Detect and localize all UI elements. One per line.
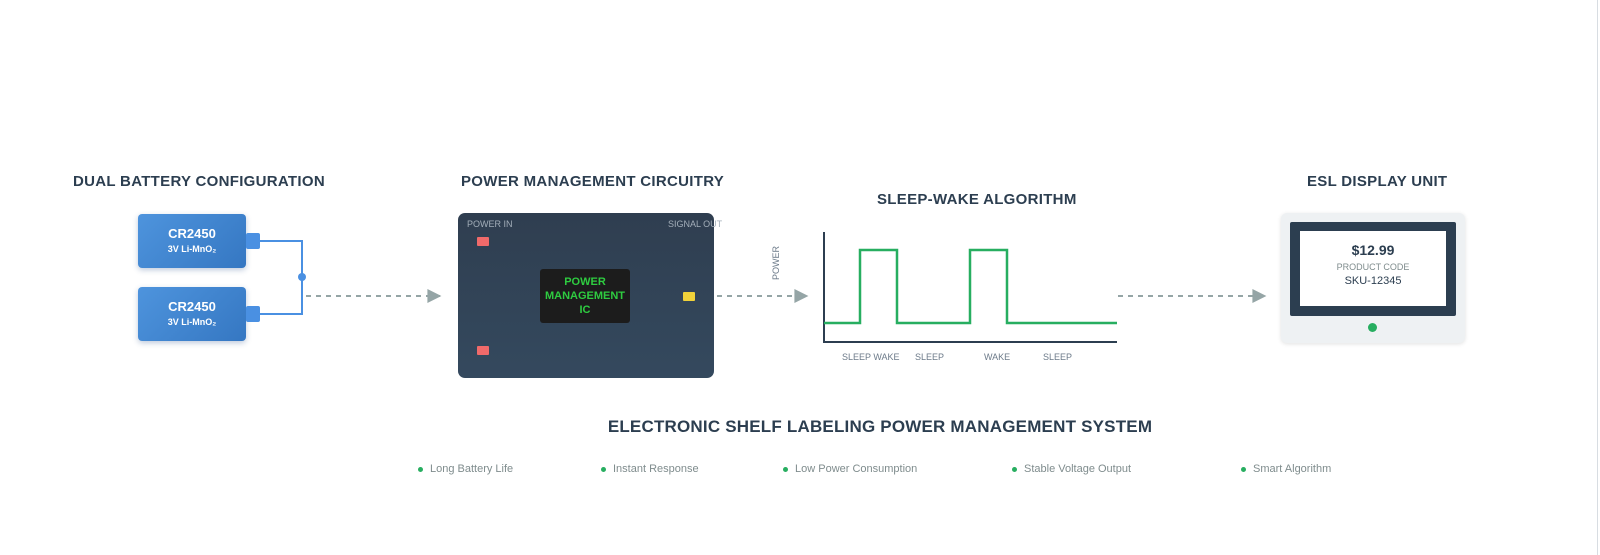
ic-label-line2: MANAGEMENT <box>544 290 626 302</box>
battery-cell-2-chemistry: 3V Li-MnO₂ <box>167 317 217 327</box>
feature-label: Long Battery Life <box>430 463 514 475</box>
battery-cell-1: CR2450 3V Li-MnO₂ <box>138 214 246 268</box>
state-label-3: WAKE <box>984 352 1011 362</box>
power-in-pad-top <box>477 237 489 246</box>
chart-y-axis-label: POWER <box>771 245 781 280</box>
parallel-wiring <box>260 240 303 315</box>
power-in-pad-bottom <box>477 346 489 355</box>
feature-label: Stable Voltage Output <box>1024 463 1132 475</box>
esl-screen: $12.99 PRODUCT CODE SKU-12345 <box>1300 231 1446 306</box>
feature-label: Low Power Consumption <box>795 463 918 475</box>
circuit-section-title: POWER MANAGEMENT CIRCUITRY <box>461 173 725 190</box>
battery-section-title: DUAL BATTERY CONFIGURATION <box>73 173 325 190</box>
chart-axes <box>823 232 1117 343</box>
power-in-label: POWER IN <box>467 219 513 229</box>
battery-cell-2-terminal <box>246 306 260 322</box>
bullet-icon <box>1012 466 1017 472</box>
sleep-wake-waveform <box>824 248 1117 325</box>
feature-item: Instant Response <box>601 463 699 475</box>
bullet-icon <box>418 466 423 472</box>
sku-display: SKU-12345 <box>1344 275 1402 287</box>
battery-cell-2-name: CR2450 <box>168 299 216 314</box>
system-title: ELECTRONIC SHELF LABELING POWER MANAGEME… <box>607 417 1153 436</box>
page-edge-rule <box>1597 0 1598 555</box>
feature-item: Smart Algorithm <box>1241 463 1331 475</box>
status-dot-icon <box>1368 323 1377 332</box>
feature-label: Instant Response <box>613 463 699 475</box>
state-label-4: SLEEP <box>1043 352 1073 362</box>
signal-out-label: SIGNAL OUT <box>668 219 723 229</box>
battery-cell-1-chemistry: 3V Li-MnO₂ <box>167 244 217 254</box>
battery-cell-2: CR2450 3V Li-MnO₂ <box>138 287 246 341</box>
algorithm-section-title: SLEEP-WAKE ALGORITHM <box>877 191 1077 208</box>
feature-item: Long Battery Life <box>418 463 513 475</box>
ic-label-line1: POWER <box>564 276 606 288</box>
wiring-junction <box>298 273 306 281</box>
battery-cell-1-terminal <box>246 233 260 249</box>
feature-item: Stable Voltage Output <box>1012 463 1131 475</box>
power-management-ic: POWER MANAGEMENT IC <box>540 269 630 323</box>
display-section-title: ESL DISPLAY UNIT <box>1307 173 1448 190</box>
feature-label: Smart Algorithm <box>1253 463 1332 475</box>
bullet-icon <box>783 466 788 472</box>
battery-cell-1-name: CR2450 <box>168 226 216 241</box>
state-label-2: SLEEP <box>915 352 945 362</box>
price-display: $12.99 <box>1351 242 1395 258</box>
signal-out-pad <box>683 292 695 301</box>
ic-label-line3: IC <box>579 304 591 316</box>
bullet-icon <box>601 466 606 472</box>
product-code-label: PRODUCT CODE <box>1336 262 1410 272</box>
feature-item: Low Power Consumption <box>783 463 917 475</box>
state-label-1: SLEEP WAKE <box>842 352 900 362</box>
bullet-icon <box>1241 466 1246 472</box>
